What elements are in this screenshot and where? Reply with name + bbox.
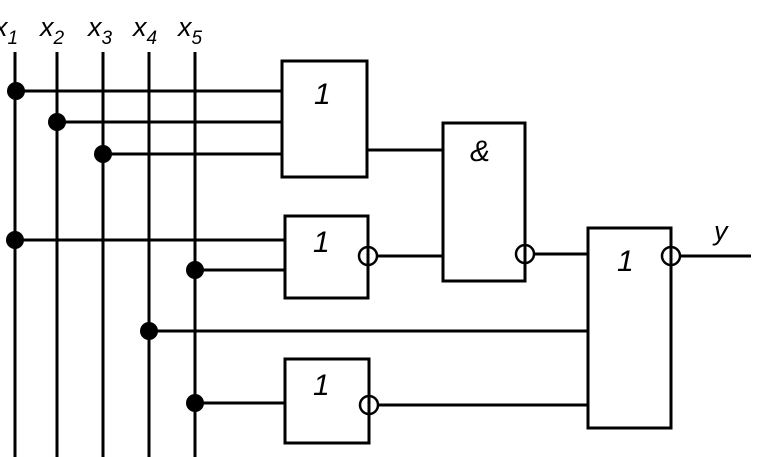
input-label-x5: x5 [176,12,203,49]
input-label-x2: x2 [38,12,65,49]
junction-dot-x3 [94,145,112,163]
or-gate-output [586,226,673,430]
or-gate-output-label: 1 [617,245,634,278]
junction-dot-x1-top [7,82,25,100]
input-label-x3: x3 [86,12,113,49]
junction-dot-x5-mid [186,261,204,279]
or-gate-top [280,59,369,179]
or-gate-bottom [283,357,371,445]
junction-dot-x1-mid [6,231,24,249]
or-gate-bottom-label: 1 [313,369,330,402]
or-gate-mid-label: 1 [313,226,330,259]
output-label-y: y [712,216,729,246]
junction-dot-x5-bottom [186,394,204,412]
and-gate-label: & [470,135,490,168]
and-gate [441,121,527,283]
input-label-x1: x1 [0,12,18,49]
input-label-x4: x4 [131,12,157,49]
junction-dot-x2 [48,113,66,131]
junction-dot-x4 [140,322,158,340]
or-gate-top-label: 1 [314,78,331,111]
